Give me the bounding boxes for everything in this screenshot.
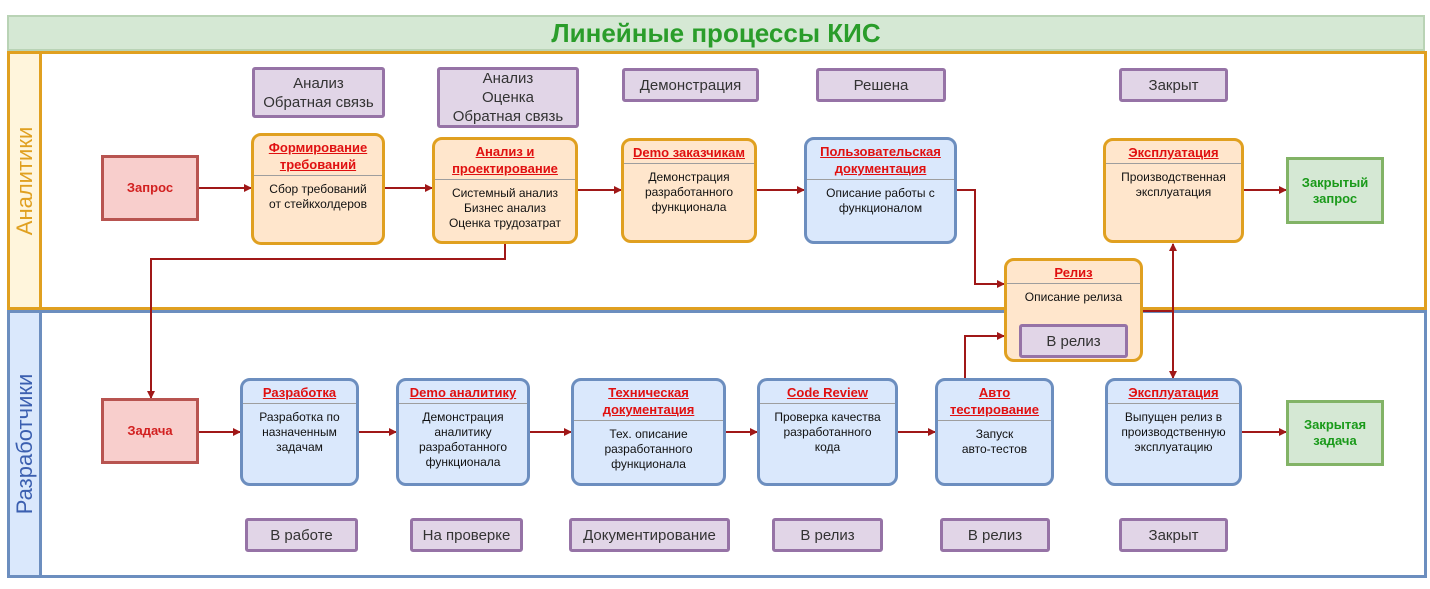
step-demo-analyst: Demo аналитику Демонстрация аналитику ра… (396, 378, 530, 486)
step-technical-documentation-body: Тех. описание разработанного функционала (604, 427, 693, 471)
status-under-review: На проверке (410, 518, 523, 552)
step-user-documentation-body: Описание работы с функционалом (826, 186, 935, 215)
step-development: Разработка Разработка по назначенным зад… (240, 378, 359, 486)
arrow-userdocs-to-release (957, 189, 1005, 288)
step-requirements-formation: Формирование требований Сбор требований … (251, 133, 385, 245)
step-demo-customers-body: Демонстрация разработанного функционала (644, 170, 734, 214)
step-demo-customers: Demo заказчикам Демонстрация разработанн… (621, 138, 757, 243)
status-closed-analytics: Закрыт (1119, 68, 1228, 102)
step-code-review: Code Review Проверка качества разработан… (757, 378, 898, 486)
task-node: Задача (101, 398, 199, 464)
status-in-release-1: В релиз (772, 518, 883, 552)
status-analysis-estimate-feedback: Анализ Оценка Обратная связь (437, 67, 579, 128)
step-operation-dev-title: Эксплуатация (1108, 381, 1239, 404)
status-in-progress: В работе (245, 518, 358, 552)
status-closed-dev: Закрыт (1119, 518, 1228, 552)
status-release-in-release: В релиз (1019, 324, 1128, 358)
step-requirements-formation-title: Формирование требований (254, 136, 382, 176)
step-release-body: Описание релиза (1024, 290, 1123, 304)
step-operation-analytics: Эксплуатация Производственная эксплуатац… (1103, 138, 1244, 243)
step-code-review-body: Проверка качества разработанного кода (774, 410, 881, 454)
status-demonstration: Демонстрация (622, 68, 759, 102)
closed-request-node: Закрытый запрос (1286, 157, 1384, 224)
closed-task-node: Закрытая задача (1286, 400, 1384, 466)
arrow-release-to-operation (1143, 243, 1177, 312)
diagram-title-bar: Линейные процессы КИС (7, 15, 1425, 51)
step-analysis-design: Анализ и проектирование Системный анализ… (432, 137, 578, 244)
step-technical-documentation-title: Техническая документация (574, 381, 723, 421)
step-analysis-design-title: Анализ и проектирование (435, 140, 575, 180)
step-release-title: Релиз (1007, 261, 1140, 284)
arrow-autotest-to-release (964, 332, 1005, 378)
swimlane-analytics-header: Аналитики (10, 54, 42, 307)
step-requirements-formation-body: Сбор требований от стейкхолдеров (269, 182, 367, 211)
step-code-review-title: Code Review (760, 381, 895, 404)
step-demo-analyst-body: Демонстрация аналитику разработанного фу… (418, 410, 508, 469)
swimlane-developers: Разработчики (7, 310, 1427, 578)
status-in-release-2: В релиз (940, 518, 1050, 552)
status-documenting: Документирование (569, 518, 730, 552)
diagram-title: Линейные процессы КИС (551, 17, 881, 48)
step-operation-dev: Эксплуатация Выпущен релиз в производств… (1105, 378, 1242, 486)
step-development-title: Разработка (243, 381, 356, 404)
status-analysis-feedback: Анализ Обратная связь (252, 67, 385, 118)
step-user-documentation-title: Пользовательская документация (807, 140, 954, 180)
step-operation-dev-body: Выпущен релиз в производственную эксплуа… (1121, 410, 1226, 454)
swimlane-developers-header: Разработчики (10, 313, 42, 575)
step-user-documentation: Пользовательская документация Описание р… (804, 137, 957, 244)
status-resolved: Решена (816, 68, 946, 102)
step-operation-analytics-title: Эксплуатация (1106, 141, 1241, 164)
swimlane-analytics: Аналитики (7, 51, 1427, 310)
step-technical-documentation: Техническая документация Тех. описание р… (571, 378, 726, 486)
step-auto-testing: Авто тестирование Запуск авто-тестов (935, 378, 1054, 486)
step-auto-testing-body: Запуск авто-тестов (961, 427, 1028, 456)
step-development-body: Разработка по назначенным задачам (259, 410, 340, 454)
step-auto-testing-title: Авто тестирование (938, 381, 1051, 421)
step-operation-analytics-body: Производственная эксплуатация (1121, 170, 1226, 199)
step-analysis-design-body: Системный анализ Бизнес анализ Оценка тр… (448, 186, 562, 230)
step-demo-customers-title: Demo заказчикам (624, 141, 754, 164)
arrow-analysis-to-task (147, 244, 506, 399)
request-node: Запрос (101, 155, 199, 221)
step-demo-analyst-title: Demo аналитику (399, 381, 527, 404)
